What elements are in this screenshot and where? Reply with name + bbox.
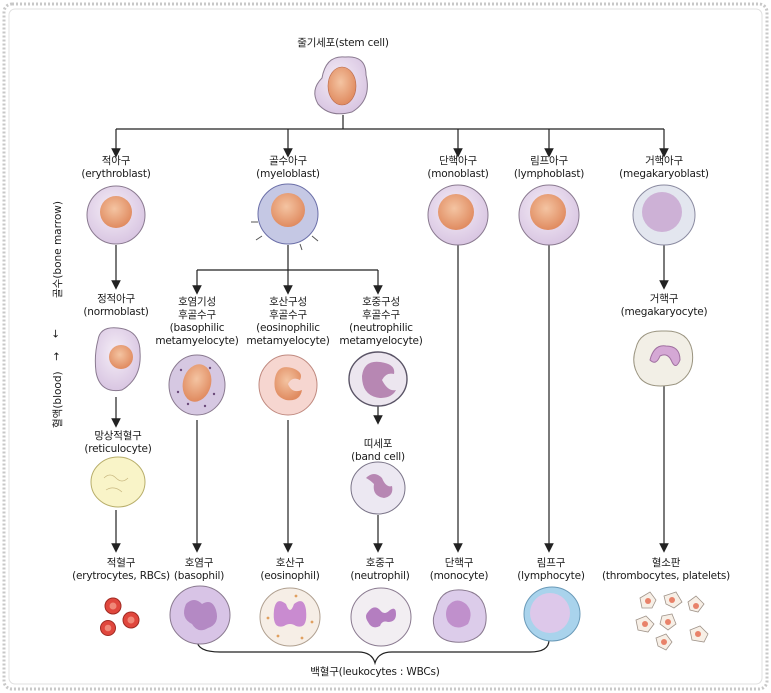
reticulocyte-cell	[90, 456, 146, 508]
label-ko: 단핵아구	[439, 155, 477, 167]
label-ko: 거핵구	[649, 293, 679, 305]
label-en: (myeloblast)	[256, 168, 320, 180]
label-line: 후골수구	[178, 309, 216, 321]
label-line: metamyelocyte)	[155, 335, 239, 347]
label-line: 후골수구	[362, 309, 400, 321]
band-cell	[350, 461, 406, 515]
label-line: (basophilic	[169, 322, 225, 334]
label-en: (megakaryoblast)	[619, 168, 709, 180]
monoblast-label: 단핵아구(monoblast)	[427, 155, 489, 181]
label-ko: 단핵구	[444, 557, 474, 569]
band-cell-label: 띠세포(band cell)	[351, 438, 405, 464]
eosinophil-label: 호산구(eosinophil)	[260, 557, 320, 583]
myeloblast-cell	[251, 183, 319, 251]
blood-side-label: 혈액(blood)	[52, 371, 64, 428]
label-en: (eosinophil)	[260, 570, 320, 582]
megakaryocyte-cell	[633, 330, 694, 387]
label-ko: 호산구	[275, 557, 305, 569]
label-ko: 띠세포	[363, 438, 393, 450]
neutrophilic-metamyelocyte-cell	[348, 351, 408, 407]
lymphoblast-label: 림프아구(lymphoblast)	[513, 155, 585, 181]
label-ko: 혈소판	[651, 557, 681, 569]
label-line: metamyelocyte)	[339, 335, 423, 347]
normoblast-label: 정적아구(normoblast)	[83, 293, 148, 319]
label-en: (reticulocyte)	[84, 443, 152, 455]
neutrophil-label: 호중구(neutrophil)	[350, 557, 410, 583]
megakaryocyte-label: 거핵구(megakaryocyte)	[621, 293, 708, 319]
label-line: (neutrophilic	[349, 322, 413, 334]
label-en: (monoblast)	[427, 168, 489, 180]
side-arrow-down-icon: ←	[50, 352, 62, 361]
label-en: (neutrophil)	[350, 570, 410, 582]
stem-cell	[314, 56, 368, 115]
label-ko: 거핵아구	[645, 155, 683, 167]
erythroblast-label: 적아구(erythroblast)	[81, 155, 150, 181]
eosinophil-cell	[259, 587, 321, 647]
reticulocyte-label: 망상적혈구(reticulocyte)	[84, 430, 152, 456]
lymphocyte-label: 림프구(lymphocyte)	[517, 557, 585, 583]
monoblast-cell	[427, 184, 489, 246]
label-en: (lymphoblast)	[513, 168, 585, 180]
monocyte-label: 단핵구(monocyte)	[430, 557, 489, 583]
eosinophilic-metamyelocyte-cell	[258, 354, 318, 416]
label-line: 호염기성	[178, 296, 216, 308]
megakaryoblast-cell	[632, 184, 696, 246]
stem-cell-label: 줄기세포(stem cell)	[297, 37, 389, 49]
neutrophil-cell	[350, 587, 412, 647]
label-line: (eosinophilic	[256, 322, 320, 334]
megakaryoblast-label: 거핵아구(megakaryoblast)	[619, 155, 709, 181]
label-en: (band cell)	[351, 451, 405, 463]
label-en: (lymphocyte)	[517, 570, 585, 582]
label-line: 호산구성	[269, 296, 307, 308]
label-ko: 적혈구	[106, 557, 136, 569]
label-ko: 호염구	[184, 557, 214, 569]
label-en: (megakaryocyte)	[620, 306, 708, 318]
platelet-cells	[635, 591, 709, 651]
label-ko: 호중구	[365, 557, 395, 569]
label-en: (normoblast)	[83, 306, 149, 318]
rbc-cells	[100, 597, 140, 636]
platelet-label: 혈소판(thrombocytes, platelets)	[602, 557, 730, 583]
rbc-label: 적혈구(erytrocytes, RBCs)	[72, 557, 170, 583]
lymphoblast-cell	[518, 184, 580, 246]
label-en: (basophil)	[173, 570, 225, 582]
bone-marrow-side-label: 골수(bone marrow)	[52, 201, 64, 298]
basophilic-metamyelocyte-cell	[168, 354, 226, 416]
side-arrow-up-icon: ←	[50, 329, 62, 338]
leukocyte-brace	[196, 639, 550, 666]
monocyte-cell	[432, 589, 487, 643]
label-en: (monocyte)	[429, 570, 489, 582]
basophil-label: 호염구(basophil)	[173, 557, 225, 583]
label-ko: 적아구	[101, 155, 131, 167]
myeloblast-label: 골수아구(myeloblast)	[256, 155, 320, 181]
label-en: (thrombocytes, platelets)	[601, 570, 731, 582]
label-ko: 망상적혈구	[94, 430, 142, 442]
normoblast-cell	[94, 327, 141, 392]
label-ko: 림프아구	[530, 155, 568, 167]
lymphocyte-cell	[523, 586, 581, 642]
leukocytes-label: 백혈구(leukocytes : WBCs)	[310, 666, 440, 678]
label-ko: 골수아구	[269, 155, 307, 167]
label-ko: 정적아구	[97, 293, 135, 305]
erythroblast-cell	[86, 185, 146, 245]
label-en: (erythroblast)	[81, 168, 151, 180]
label-line: 후골수구	[269, 309, 307, 321]
label-line: 호중구성	[362, 296, 400, 308]
connector-lines	[111, 115, 669, 666]
label-line: metamyelocyte)	[246, 335, 330, 347]
label-en: (erytrocytes, RBCs)	[72, 570, 170, 582]
basophil-cell	[169, 585, 231, 645]
label-ko: 림프구	[536, 557, 566, 569]
